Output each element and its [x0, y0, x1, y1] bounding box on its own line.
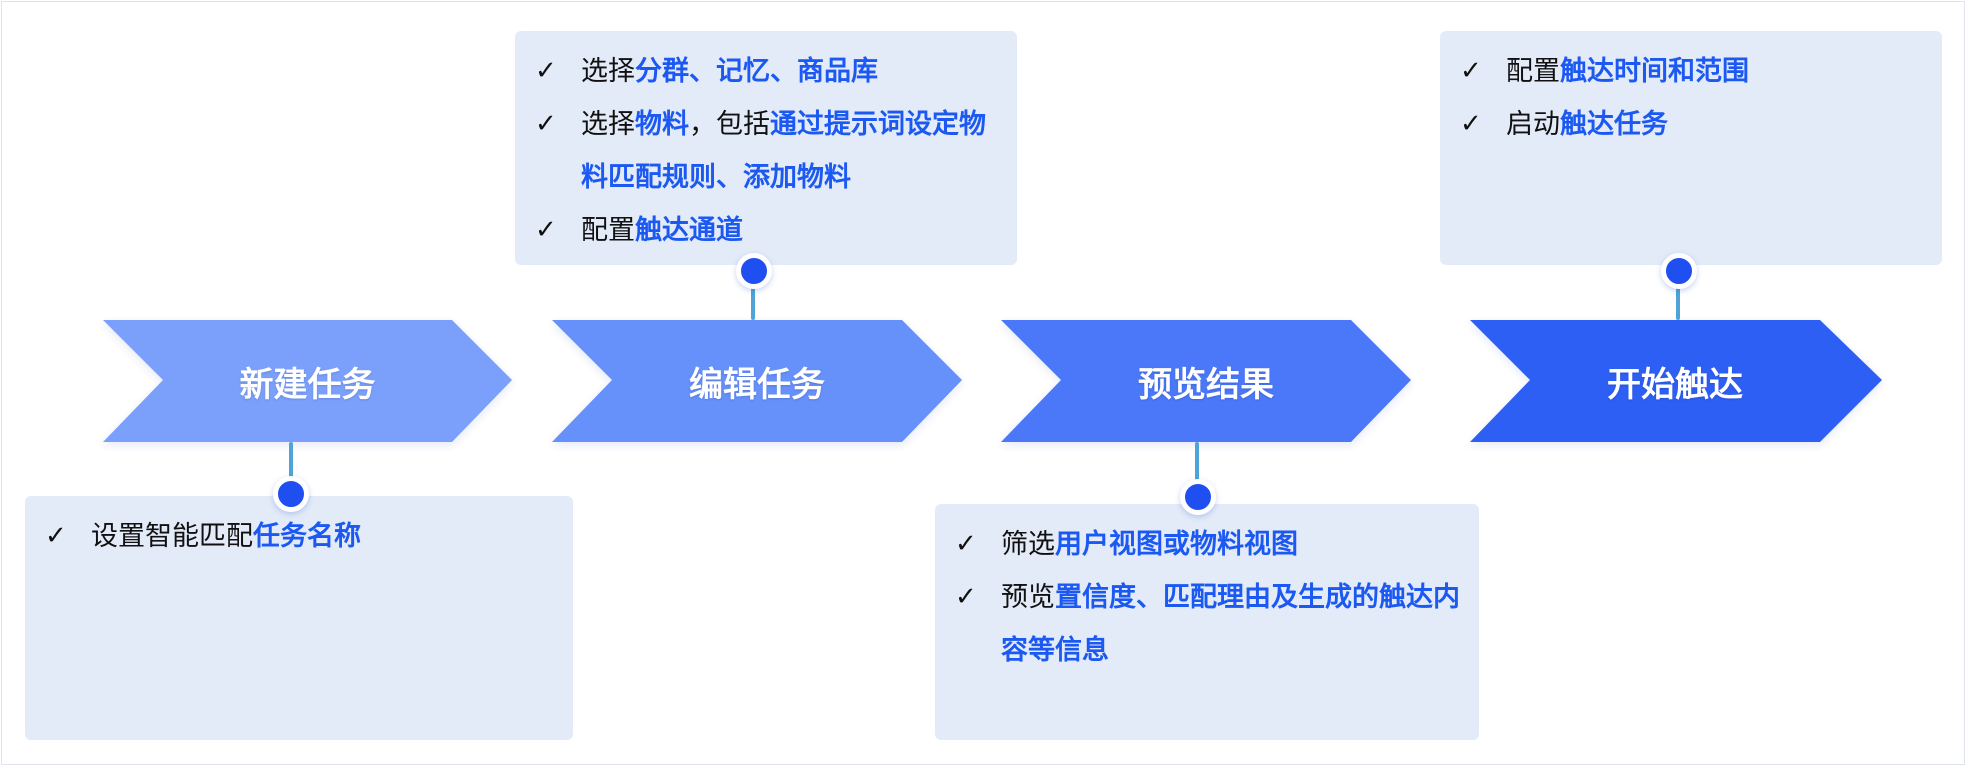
- step-label-start: 开始触达: [1607, 364, 1743, 405]
- highlight-text: 通过提示词设定物料匹配规则、添加物料: [581, 109, 986, 193]
- node-dot-new-task: [273, 476, 309, 512]
- highlight-text: 触达通道: [635, 215, 743, 246]
- step-label-new-task: 新建任务: [239, 364, 376, 405]
- plain-text: ，包括: [689, 109, 770, 140]
- card-bullet-item: ✓ 选择物料，包括通过提示词设定物料匹配规则、添加物料: [535, 98, 999, 204]
- bullet-text: 预览置信度、匹配理由及生成的触达内容等信息: [1001, 571, 1461, 677]
- card-bullet-item: ✓ 设置智能匹配任务名称: [45, 510, 555, 563]
- connector-new-task: [289, 442, 293, 494]
- card-bullet-item: ✓ 预览置信度、匹配理由及生成的触达内容等信息: [955, 571, 1461, 677]
- connector-start: [1676, 270, 1680, 320]
- highlight-text: 触达任务: [1560, 109, 1668, 140]
- step-arrow-new-task: [103, 320, 512, 442]
- highlight-text: 置信度、匹配理由及生成的触达内容等信息: [1001, 582, 1460, 666]
- bullet-text: 配置触达通道: [581, 204, 999, 257]
- plain-text: 设置智能匹配: [91, 521, 253, 552]
- check-icon: ✓: [535, 56, 557, 86]
- card-new-task: ✓ 设置智能匹配任务名称: [25, 496, 573, 740]
- check-icon: ✓: [1460, 109, 1482, 139]
- card-edit-task: ✓ 选择分群、记忆、商品库 ✓ 选择物料，包括通过提示词设定物料匹配规则、添加物料 ✓ 配…: [515, 31, 1017, 265]
- bullet-text: 配置触达时间和范围: [1506, 45, 1924, 98]
- step-arrow-start: [1470, 320, 1882, 442]
- plain-text: 选择: [581, 56, 635, 87]
- plain-text: 选择: [581, 109, 635, 140]
- step-label-edit-task: 编辑任务: [689, 364, 825, 405]
- highlight-text: 任务名称: [253, 521, 361, 552]
- card-bullet-item: ✓ 选择分群、记忆、商品库: [535, 45, 999, 98]
- plain-text: 筛选: [1001, 529, 1055, 560]
- plain-text: 配置: [1506, 56, 1560, 87]
- check-icon: ✓: [1460, 56, 1482, 86]
- card-bullet-item: ✓ 配置触达时间和范围: [1460, 45, 1924, 98]
- plain-text: 预览: [1001, 582, 1055, 613]
- card-bullet-item: ✓ 启动触达任务: [1460, 98, 1924, 151]
- bullet-text: 筛选用户视图或物料视图: [1001, 518, 1461, 571]
- step-label-preview: 预览结果: [1138, 364, 1274, 405]
- connector-edit-task: [751, 270, 755, 320]
- bullet-text: 设置智能匹配任务名称: [91, 510, 555, 563]
- connector-preview: [1195, 442, 1199, 494]
- check-icon: ✓: [535, 215, 557, 245]
- bullet-text: 选择分群、记忆、商品库: [581, 45, 999, 98]
- check-icon: ✓: [535, 109, 557, 139]
- highlight-text: 用户视图或物料视图: [1055, 529, 1298, 560]
- node-dot-edit-task: [736, 253, 772, 289]
- step-arrow-edit-task: [552, 320, 962, 442]
- step-arrow-preview: [1001, 320, 1411, 442]
- card-bullet-item: ✓ 配置触达通道: [535, 204, 999, 257]
- highlight-text: 触达时间和范围: [1560, 56, 1749, 87]
- bullet-text: 启动触达任务: [1506, 98, 1924, 151]
- card-start: ✓ 配置触达时间和范围 ✓ 启动触达任务: [1440, 31, 1942, 265]
- highlight-text: 分群、记忆、商品库: [635, 56, 878, 87]
- plain-text: 启动: [1506, 109, 1560, 140]
- card-bullet-item: ✓ 筛选用户视图或物料视图: [955, 518, 1461, 571]
- highlight-text: 物料: [635, 109, 689, 140]
- node-dot-preview: [1180, 479, 1216, 515]
- card-preview: ✓ 筛选用户视图或物料视图 ✓ 预览置信度、匹配理由及生成的触达内容等信息: [935, 504, 1479, 740]
- node-dot-start: [1661, 253, 1697, 289]
- check-icon: ✓: [955, 529, 977, 559]
- check-icon: ✓: [45, 521, 67, 551]
- plain-text: 配置: [581, 215, 635, 246]
- bullet-text: 选择物料，包括通过提示词设定物料匹配规则、添加物料: [581, 98, 999, 204]
- check-icon: ✓: [955, 582, 977, 612]
